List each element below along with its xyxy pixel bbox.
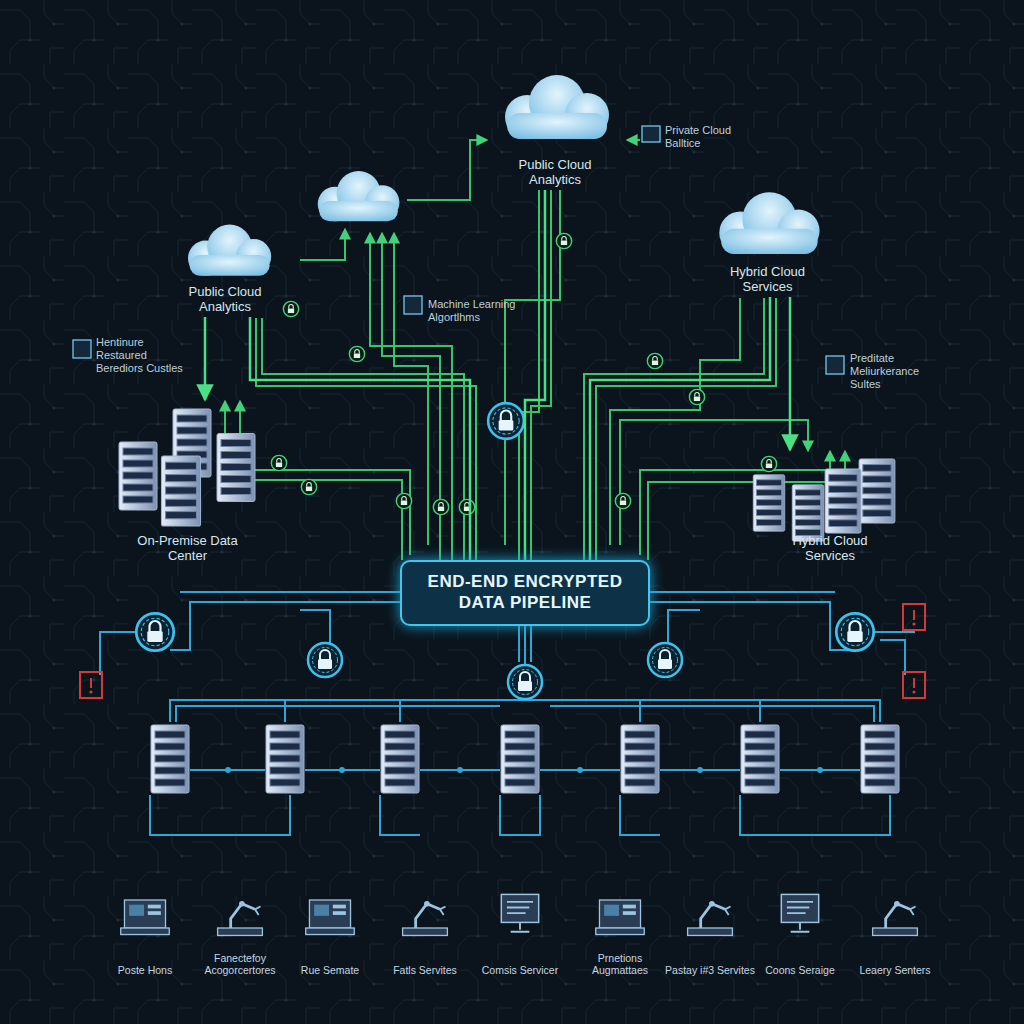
device-node: Fatls Servites: [378, 884, 472, 978]
connector: [250, 317, 470, 560]
node-text: Coons Seraige: [765, 964, 834, 978]
server-node: On-Premise Data Center: [105, 400, 270, 566]
device-node: Rue Semate: [283, 884, 377, 978]
connector: [590, 297, 770, 560]
cloud-node: Public Cloud Analytics: [150, 215, 300, 317]
connector: [525, 190, 545, 560]
cloud: [719, 192, 819, 254]
node-text: On-Premise Data Center: [128, 534, 248, 566]
node-text: Public Cloud Analytics: [175, 285, 275, 317]
server-node: Hybrid Cloud Services: [745, 450, 915, 566]
device-node: Coons Seraige: [753, 884, 847, 978]
node-text: Leaery Senters: [859, 964, 930, 978]
lock-icon: [136, 613, 873, 699]
cloud: [505, 75, 609, 139]
node-text: Prnetions Augmattaes: [575, 952, 665, 978]
cloud: [318, 171, 400, 221]
connector: [204, 317, 207, 400]
node-text: Poste Hons: [118, 964, 172, 978]
note-label: Machine Learning Algortlhms: [428, 298, 528, 324]
node-text: Hybrid Cloud Services: [718, 265, 818, 297]
cloud-node: Hybrid Cloud Services: [690, 185, 845, 297]
node-text: Fatls Servites: [393, 964, 457, 978]
node-text: Hybrid Cloud Services: [775, 534, 885, 566]
note-label: Hentinure Restaured Berediors Custles: [96, 336, 186, 376]
note-icon: [73, 126, 844, 374]
cloud-node: Public Cloud Analytics: [470, 70, 640, 190]
node-text: Public Cloud Analytics: [495, 158, 615, 190]
device-node: Poste Hons: [98, 884, 192, 978]
node-text: Rue Semate: [301, 964, 359, 978]
node-text: END-END ENCRYPTED DATA PIPELINE: [410, 571, 640, 616]
device-node: Comsis Servicer: [473, 884, 567, 978]
device-icon: [121, 894, 918, 935]
note-label: Private Cloud Balltice: [665, 124, 755, 150]
server-row: [151, 725, 899, 793]
note-label: Preditate Meliurkerance Sultes: [850, 352, 938, 392]
green-trace: [225, 140, 845, 560]
node-text: Fanectefoy Acogorcertores: [195, 952, 285, 978]
alert-dot: [89, 622, 915, 693]
blue-trace: [100, 592, 915, 835]
device-node: Pastay i#3 Servites: [657, 884, 763, 978]
node-text: Pastay i#3 Servites: [665, 964, 755, 978]
connector: [789, 297, 792, 450]
node-text: Comsis Servicer: [482, 964, 558, 978]
device-node: Prnetions Augmattaes: [567, 884, 673, 978]
device-node: Fanectefoy Acogorcertores: [187, 884, 293, 978]
device-node: Leaery Senters: [848, 884, 942, 978]
cloud: [188, 225, 271, 276]
server-stack: [119, 409, 895, 541]
pipeline-box: END-END ENCRYPTED DATA PIPELINE: [400, 560, 650, 626]
